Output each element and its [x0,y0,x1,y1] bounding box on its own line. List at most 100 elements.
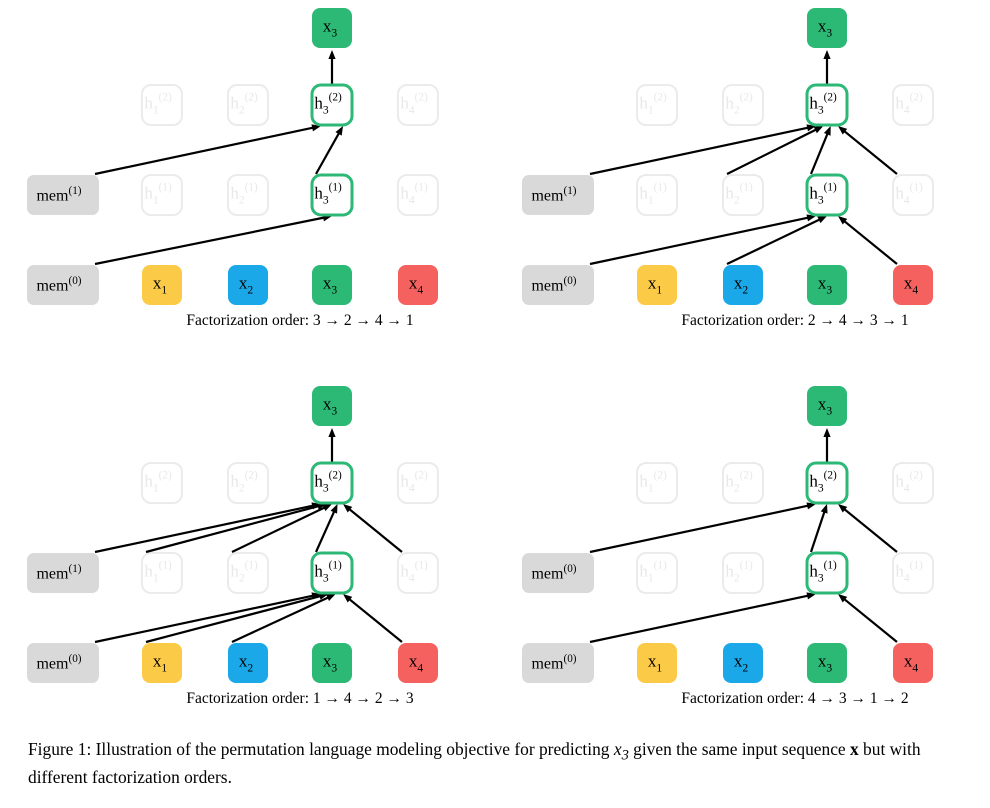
active-node-h3-layer2[interactable] [310,83,354,127]
caption-text-part2: given the same input sequence [628,739,850,759]
faded-node-h4-layer2 [397,462,439,504]
active-node-h3-layer1[interactable] [310,173,354,217]
arrow-mem-to-h3-layer1-shaft [94,594,315,644]
active-nodes-group: h3(1)h3(2)x3 [805,8,849,217]
arrow-mem-to-h3-layer1-shaft [589,216,810,266]
faded-node-h1-layer1-label: h1(1) [639,560,667,585]
input-token-x2 [723,265,763,305]
arrow-h4_1-to-h3-layer2-head [343,504,353,513]
arrow-h1_1-to-h3-layer2-shaft [145,504,321,554]
faded-node-h1-layer2 [141,462,183,504]
active-node-h3-layer1[interactable] [805,551,849,595]
panel-bottom-right: h1(2)h1(1)h2(2)h2(1)h4(2)h4(1)mem(0)mem(… [495,378,990,728]
panel-top-left: h1(2)h1(1)h2(2)h2(1)h4(2)h4(1)mem(1)mem(… [0,0,495,350]
faded-node-h1-layer1 [141,174,183,216]
panel-top-right: h1(2)h1(1)h2(2)h2(1)h4(2)h4(1)mem(1)mem(… [495,0,990,350]
active-nodes-group: h3(1)h3(2)x3 [310,386,354,595]
arrow-mem-to-h3-layer1-shaft [94,216,326,266]
panel-caption: Factorization order: 3 → 2 → 4 → 1 [186,312,413,329]
faded-node-h4-layer2 [892,84,934,126]
faded-node-h2-layer1 [722,552,764,594]
input-token-x3 [312,643,352,683]
arrows-group [94,428,403,644]
arrow-x4-to-h3-layer1-shaft [842,597,898,643]
arrow-h3_1-to-h3-layer2-shaft [809,132,830,175]
faded-node-h4-layer2 [892,462,934,504]
arrow-h3_1-to-h3-layer2-head [330,504,338,514]
faded-node-h2-layer2-label: h2(2) [725,470,753,495]
active-node-h3-layer2[interactable] [805,83,849,127]
caption-label: Figure 1: [28,739,92,759]
faded-node-h1-layer2-label: h1(2) [639,470,667,495]
arrow-x1-to-h3-layer1-shaft [145,594,322,644]
memory-group: mem(1)mem(0) [522,175,594,305]
input-token-x2 [228,265,268,305]
faded-node-h1-layer2-label: h1(2) [144,92,172,117]
faded-nodes-group: h1(2)h1(1)h2(2)h2(1)h4(2)h4(1) [636,462,934,594]
active-node-h3-layer2[interactable] [805,461,849,505]
memory-group: mem(0)mem(0) [522,553,594,683]
input-token-x2 [228,643,268,683]
faded-node-h2-layer1-label: h2(1) [725,560,753,585]
arrow-x2-to-h3-layer1-head [817,216,827,224]
input-token-x4 [893,643,933,683]
arrow-h3_1-to-h3-layer2-head [820,504,828,514]
mem-box-layer0 [27,265,99,305]
faded-node-h4-layer2-label: h4(2) [400,92,428,117]
faded-node-h1-layer2-label: h1(2) [144,470,172,495]
output-token-x3 [312,8,352,48]
arrow-h3_1-to-h3-layer2-head [823,126,831,136]
mem-box-layer0 [522,265,594,305]
panel-bottom-left: h1(2)h1(1)h2(2)h2(1)h4(2)h4(1)mem(1)mem(… [0,378,495,728]
faded-node-h2-layer1-label: h2(1) [230,560,258,585]
faded-node-h1-layer1 [141,552,183,594]
input-token-x2 [723,643,763,683]
faded-node-h4-layer1-label: h4(1) [400,560,428,585]
arrow-h2_1-to-h3-layer2-head [813,126,824,134]
arrow-mem-to-h3-layer2-shaft [94,504,315,554]
arrow-h2_1-to-h3-layer2-head [322,504,332,512]
panel-order-2431: h1(2)h1(1)h2(2)h2(1)h4(2)h4(1)mem(1)mem(… [522,8,934,329]
active-node-h3-layer1[interactable] [310,551,354,595]
input-token-x1 [142,643,182,683]
faded-node-h4-layer1 [892,552,934,594]
arrow-mem-to-h3-layer2-shaft [589,504,810,554]
arrow-h4_1-to-h3-layer2-head [838,126,848,135]
arrow-h3_1-to-h3-layer2-shaft [314,509,336,553]
active-node-h3-layer1[interactable] [805,173,849,217]
faded-node-h2-layer2 [722,84,764,126]
faded-node-h4-layer2-label: h4(2) [895,92,923,117]
faded-node-h1-layer2-label: h1(2) [639,92,667,117]
faded-node-h2-layer2-label: h2(2) [230,92,258,117]
active-nodes-group: h3(1)h3(2)x3 [310,8,354,217]
caption-text-part3: but with different factorization orders. [28,739,921,787]
caption-math-sub: 3 [621,747,629,764]
input-token-x3 [807,643,847,683]
arrow-x1-to-h3-layer1-head [318,592,329,600]
faded-node-h4-layer1-label: h4(1) [400,182,428,207]
arrow-h3_1-to-h3-layer2-shaft [315,131,341,175]
mem-box-layer1 [27,175,99,215]
faded-node-h4-layer1 [397,174,439,216]
mem-box-layer1 [27,553,99,593]
active-node-h3-layer2[interactable] [310,461,354,505]
arrow-mem-to-h3-layer2-shaft [94,126,315,176]
panel-caption: Factorization order: 4 → 3 → 1 → 2 [681,690,908,707]
input-token-x4 [398,265,438,305]
input-token-x4 [893,265,933,305]
faded-node-h4-layer1 [892,174,934,216]
faded-node-h4-layer2 [397,84,439,126]
arrow-h3_1-to-h3-layer2-shaft [809,510,826,553]
mem-box-layer1 [522,553,594,593]
arrows-group [589,428,898,644]
arrow-h2_1-to-h3-layer2-shaft [231,506,327,553]
input-token-x1 [142,265,182,305]
faded-node-h2-layer2 [722,462,764,504]
faded-node-h2-layer2-label: h2(2) [230,470,258,495]
faded-node-h2-layer2-label: h2(2) [725,92,753,117]
figure-caption: Figure 1: Illustration of the permutatio… [28,738,962,789]
arrow-x4-to-h3-layer1-head [343,594,353,603]
